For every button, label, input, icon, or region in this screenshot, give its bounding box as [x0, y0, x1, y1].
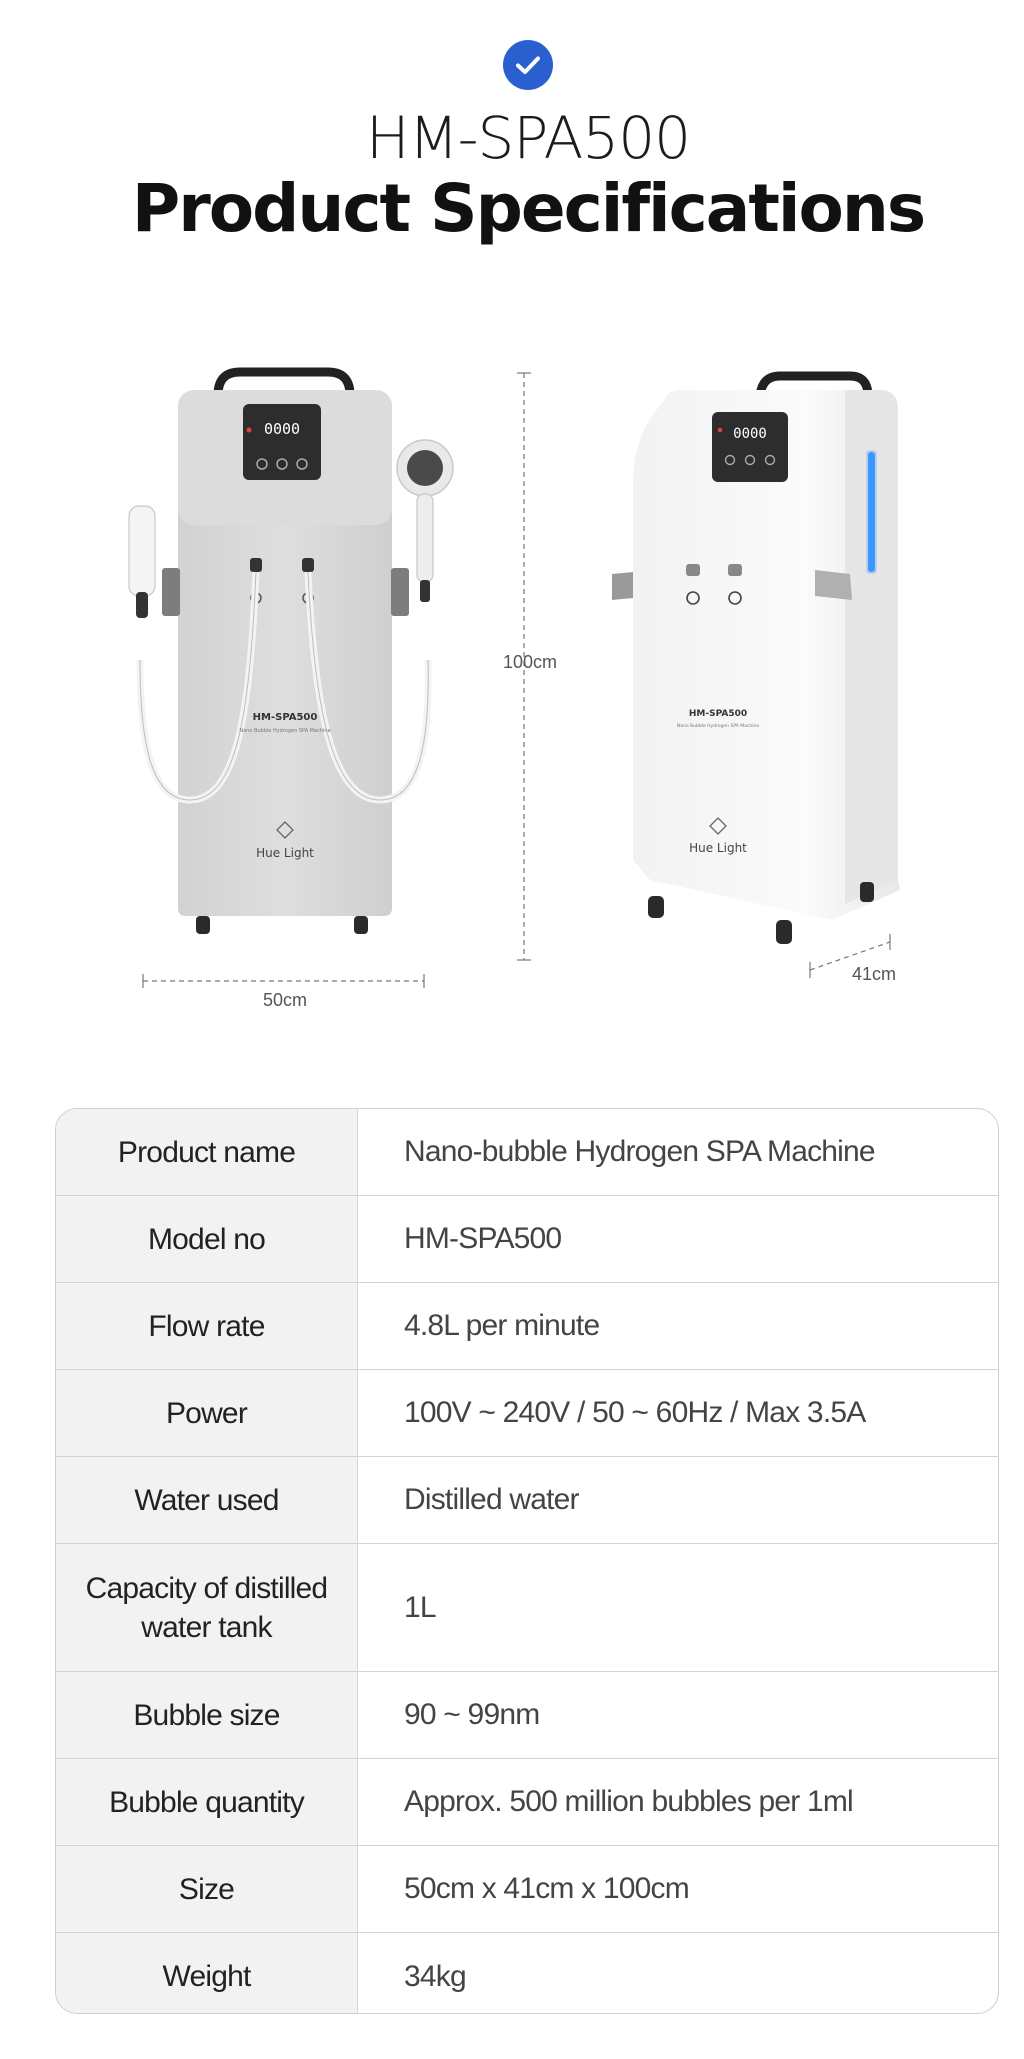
spec-label: Product name	[56, 1109, 358, 1195]
angled-brand-text: Hue Light	[689, 841, 747, 855]
check-badge-icon	[503, 40, 553, 90]
spec-row: Power 100V ~ 240V / 50 ~ 60Hz / Max 3.5A	[56, 1370, 998, 1457]
spec-row: Weight 34kg	[56, 1933, 998, 2013]
spec-value: 100V ~ 240V / 50 ~ 60Hz / Max 3.5A	[404, 1396, 866, 1429]
spec-label: Size	[56, 1846, 358, 1932]
spec-value: Nano-bubble Hydrogen SPA Machine	[404, 1135, 876, 1168]
spec-value: HM-SPA500	[404, 1222, 562, 1255]
spec-label: Flow rate	[56, 1283, 358, 1369]
width-dimension	[142, 974, 425, 988]
angled-view-machine: 0000 HM-SPA500 Nano Bubble Hydrogen SPA …	[612, 371, 900, 944]
width-label: 50cm	[263, 990, 308, 1010]
product-figure: 0000 HM-SPA5	[0, 360, 1024, 1060]
front-view-machine: 0000 HM-SPA5	[128, 367, 454, 934]
spec-value: Distilled water	[404, 1483, 580, 1516]
height-label: 100cm	[503, 652, 558, 672]
spec-label: Bubble size	[56, 1672, 358, 1758]
spec-value: 1L	[404, 1590, 437, 1624]
front-display-readout: 0000	[264, 420, 300, 438]
spec-label: Weight	[56, 1933, 358, 2013]
front-brand-logo-icon	[276, 821, 294, 839]
angled-display-readout: 0000	[733, 426, 767, 442]
depth-dimension	[809, 934, 891, 978]
spec-row: Flow rate 4.8L per minute	[56, 1283, 998, 1370]
spec-label: Bubble quantity	[56, 1759, 358, 1845]
spec-label: Capacity of distilled water tank	[56, 1544, 358, 1671]
angled-brand-logo-icon	[709, 817, 727, 835]
spec-label: Water used	[56, 1457, 358, 1543]
spec-row: Bubble size 90 ~ 99nm	[56, 1672, 998, 1759]
product-illustration: 0000 HM-SPA5	[128, 367, 900, 988]
front-device-model-text: HM-SPA500	[253, 712, 318, 723]
spec-value: Approx. 500 million bubbles per 1ml	[404, 1785, 854, 1818]
spec-row: Bubble quantity Approx. 500 million bubb…	[56, 1759, 998, 1846]
spec-row: Water used Distilled water	[56, 1457, 998, 1544]
front-brand-text: Hue Light	[256, 846, 314, 860]
spec-row: Product name Nano-bubble Hydrogen SPA Ma…	[56, 1109, 998, 1196]
spec-value: 50cm x 41cm x 100cm	[404, 1872, 690, 1905]
height-dimension	[517, 372, 531, 961]
spec-value: 34kg	[404, 1959, 467, 1993]
spec-label: Power	[56, 1370, 358, 1456]
model-title: HM-SPA500	[365, 104, 691, 172]
angled-device-subtext: Nano Bubble Hydrogen SPA Machine	[677, 723, 759, 729]
spec-row: Size 50cm x 41cm x 100cm	[56, 1846, 998, 1933]
depth-label: 41cm	[852, 964, 897, 984]
spec-label: Model no	[56, 1196, 358, 1282]
angled-device-model-text: HM-SPA500	[689, 709, 747, 719]
spec-row: Model no HM-SPA500	[56, 1196, 998, 1283]
spec-value: 4.8L per minute	[404, 1309, 600, 1342]
spec-row: Capacity of distilled water tank 1L	[56, 1544, 998, 1672]
page-title: Product Specifications	[131, 170, 926, 247]
spec-table: Product name Nano-bubble Hydrogen SPA Ma…	[55, 1108, 999, 2014]
front-device-subtext: Nano Bubble Hydrogen SPA Machine	[239, 728, 330, 734]
spec-value: 90 ~ 99nm	[404, 1698, 540, 1731]
